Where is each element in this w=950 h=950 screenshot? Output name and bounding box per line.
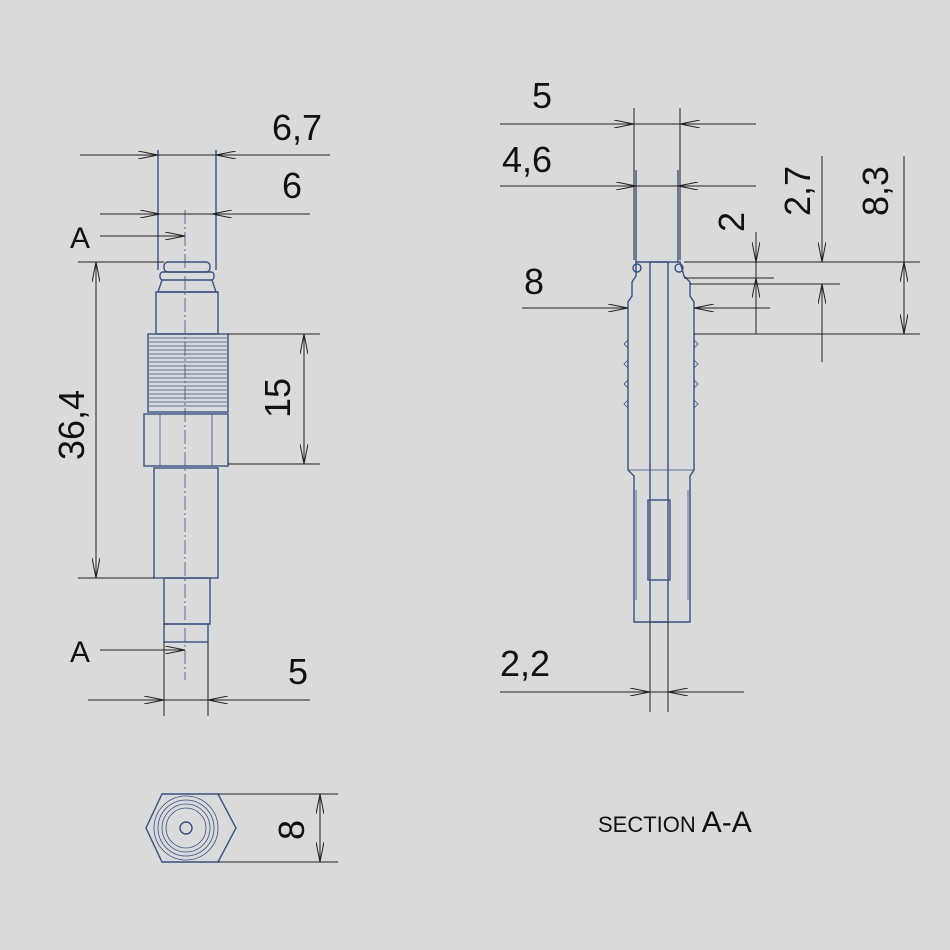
section-caption-prefix: SECTION xyxy=(598,812,696,837)
dim-section-4-6: 4,6 xyxy=(502,139,552,180)
dim-section-8: 8 xyxy=(524,261,544,302)
section-view-part xyxy=(623,170,699,712)
dim-thread: 15 xyxy=(257,378,298,418)
dim-top-inner: 6 xyxy=(282,165,302,206)
end-view-hex xyxy=(145,793,338,863)
dim-section-2-7: 2,7 xyxy=(777,166,818,216)
front-view-part xyxy=(143,150,229,680)
dim-hex: 8 xyxy=(271,820,312,840)
front-view-dimension-lines xyxy=(78,155,330,716)
dim-section-2: 2 xyxy=(711,212,752,232)
dim-section-8-3: 8,3 xyxy=(855,166,896,216)
section-view-dimension-lines xyxy=(500,108,920,692)
thread-lines xyxy=(149,337,227,407)
dim-bottom: 5 xyxy=(288,651,308,692)
dim-section-5: 5 xyxy=(532,75,552,116)
dim-top-outer: 6,7 xyxy=(272,107,322,148)
dim-section-2-2: 2,2 xyxy=(500,643,550,684)
section-caption-name: A-A xyxy=(702,806,752,839)
cut-mark-top: A xyxy=(70,222,90,255)
dim-length: 36,4 xyxy=(51,390,92,460)
cut-mark-bottom: A xyxy=(70,636,90,669)
